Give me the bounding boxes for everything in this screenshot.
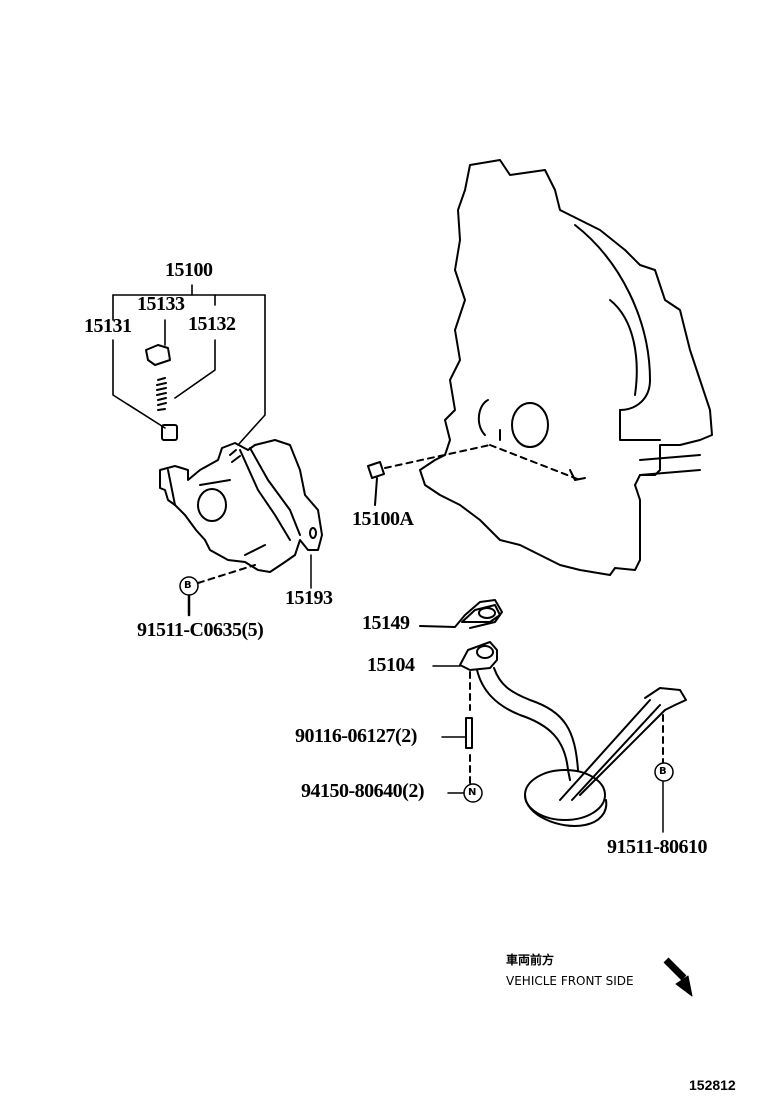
plug-drawing bbox=[145, 344, 171, 366]
engine-block-drawing bbox=[419, 159, 713, 576]
oil-pump-drawing bbox=[159, 439, 323, 573]
part-label-15100A: 15100A bbox=[352, 508, 414, 530]
bolt-callout-circle-2 bbox=[654, 762, 674, 782]
o-ring-drawing bbox=[367, 461, 385, 479]
part-label-15193: 15193 bbox=[285, 587, 333, 609]
part-label-15104: 15104 bbox=[367, 654, 415, 676]
part-label-15100: 15100 bbox=[165, 259, 213, 281]
part-label-91511-C0635: 91511-C0635(5) bbox=[137, 619, 264, 641]
valve-drawing bbox=[161, 424, 178, 441]
part-label-90116-06127: 90116-06127(2) bbox=[295, 725, 417, 747]
figure-number: 152812 bbox=[689, 1077, 736, 1093]
gasket-15149-drawing bbox=[461, 604, 501, 623]
leader-line-15100A bbox=[384, 444, 491, 469]
vehicle-front-arrow-icon bbox=[663, 957, 693, 997]
vehicle-front-note-english: VEHICLE FRONT SIDE bbox=[506, 974, 634, 988]
bolt-callout-symbol-2: B bbox=[659, 766, 667, 777]
part-label-15149: 15149 bbox=[362, 612, 410, 634]
part-label-15133: 15133 bbox=[137, 293, 185, 315]
bolt-callout-circle bbox=[179, 576, 199, 596]
part-label-15131: 15131 bbox=[84, 315, 132, 337]
part-label-91511-80610: 91511-80610 bbox=[607, 836, 708, 858]
stud-drawing bbox=[465, 717, 473, 749]
spring-drawing bbox=[156, 377, 167, 411]
oil-strainer-drawing bbox=[459, 641, 687, 827]
part-label-15132: 15132 bbox=[188, 313, 236, 335]
nut-callout-symbol: N bbox=[468, 787, 477, 798]
part-label-94150-80640: 94150-80640(2) bbox=[301, 780, 424, 802]
bolt-callout-symbol: B bbox=[184, 580, 192, 591]
leader-lines-15100 bbox=[112, 284, 266, 446]
vehicle-front-note-japanese: 車両前方 bbox=[506, 953, 555, 967]
